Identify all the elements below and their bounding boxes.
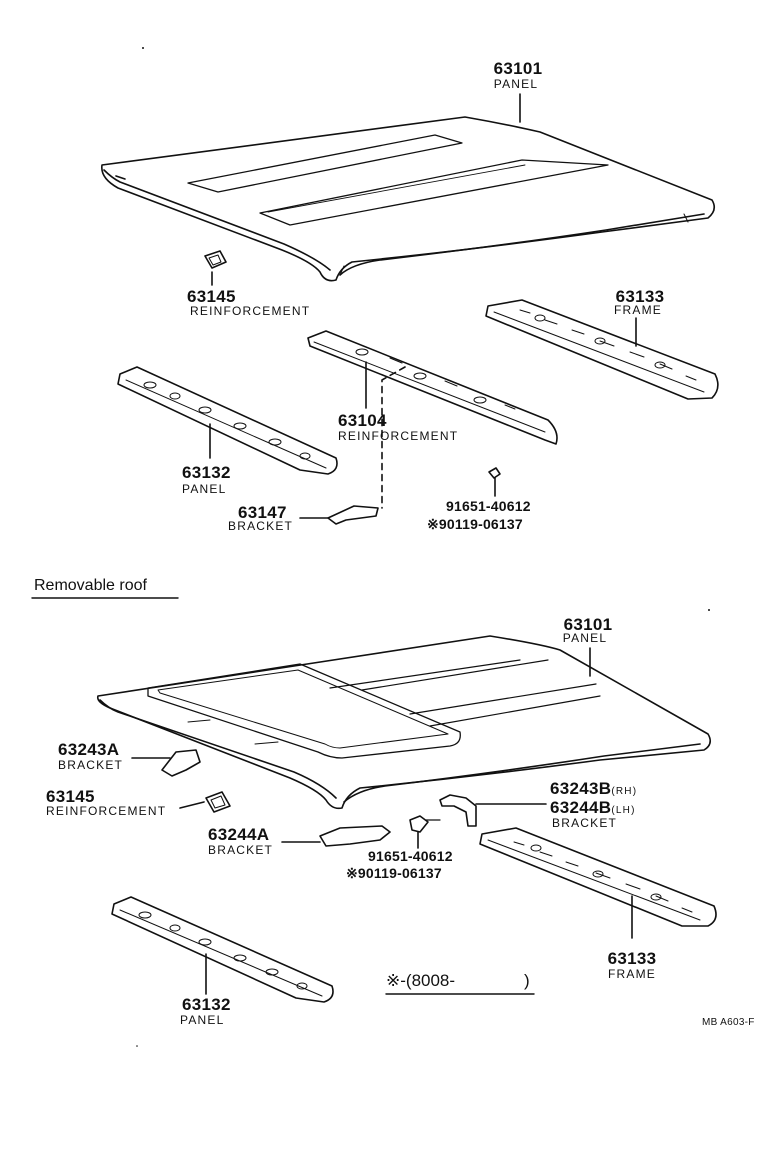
part-name-panel-removable: PANEL (562, 631, 608, 645)
part-name-bracket-fixed: BRACKET (228, 519, 294, 533)
reinforcement-63104-fixed (307, 330, 558, 509)
part-number-63244b: 63244B(LH) (550, 799, 636, 817)
part-number-63243a: 63243A (58, 740, 120, 759)
reinforcement-63145-removable (179, 791, 231, 813)
part-number-63243b: 63243B(RH) (550, 780, 637, 798)
part-name-bracket-a: BRACKET (58, 758, 124, 772)
part-number-63145-fixed: 63145 (187, 287, 236, 306)
rh-suffix: (RH) (611, 786, 638, 797)
rear-panel-63132-fixed (117, 366, 338, 475)
part-number-63244b-value: 63244B (550, 798, 612, 817)
part-name-reinforcement-removable: REINFORCEMENT (46, 804, 167, 818)
bolt-removable (409, 815, 441, 849)
part-number-63132-removable: 63132 (182, 995, 231, 1014)
section-title-removable-roof: Removable roof (34, 577, 147, 594)
figure-code: MB A603-F (702, 1017, 755, 1028)
bracket-63244a (281, 825, 391, 847)
part-name-frame-removable: FRAME (608, 967, 656, 981)
part-name-bracket-c: BRACKET (208, 843, 274, 857)
part-name-reinforcement-small-fixed: REINFORCEMENT (190, 304, 311, 318)
bolt-alt-part-number-removable: ※90119-06137 (346, 865, 442, 881)
bolt-part-number-fixed: 91651-40612 (446, 498, 531, 514)
bolt-alt-part-number-fixed: ※90119-06137 (427, 516, 523, 532)
part-number-63147: 63147 (238, 503, 287, 522)
roof-panel-removable (96, 635, 712, 810)
part-number-63132-fixed: 63132 (182, 463, 231, 482)
part-number-63244a: 63244A (208, 825, 270, 844)
part-name-panel-fixed: PANEL (493, 77, 539, 91)
part-number-63101-removable: 63101 (563, 615, 613, 634)
part-number-63104: 63104 (338, 411, 387, 430)
roof-panel-fixed (101, 116, 716, 282)
footnote-date-range: ※-(8008- (386, 971, 456, 990)
part-name-panel-rear-fixed: PANEL (182, 482, 227, 496)
part-number-63133-removable: 63133 (607, 949, 657, 968)
bracket-63243b (439, 794, 547, 827)
part-number-63133-fixed: 63133 (615, 287, 665, 306)
bolt-part-number-removable: 91651-40612 (368, 848, 453, 864)
footnote-close-paren: ) (524, 971, 530, 990)
bolt-fixed (488, 467, 501, 497)
frame-63133-fixed (485, 299, 719, 400)
bracket-63147-fixed (299, 505, 379, 525)
frame-63133-removable (479, 827, 717, 939)
rear-panel-63132-removable (111, 896, 334, 1003)
part-name-panel-rear-removable: PANEL (180, 1013, 225, 1027)
part-number-63101-fixed: 63101 (493, 59, 543, 78)
part-number-63145-removable: 63145 (46, 787, 95, 806)
reinforcement-63145-fixed (204, 250, 227, 269)
part-number-63243b-value: 63243B (550, 779, 612, 798)
bracket-63243a (131, 749, 201, 777)
lh-suffix: (LH) (611, 805, 636, 816)
part-name-frame-fixed: FRAME (614, 303, 662, 317)
part-name-bracket-b: BRACKET (552, 816, 618, 830)
part-name-reinforcement-fixed: REINFORCEMENT (338, 429, 459, 443)
